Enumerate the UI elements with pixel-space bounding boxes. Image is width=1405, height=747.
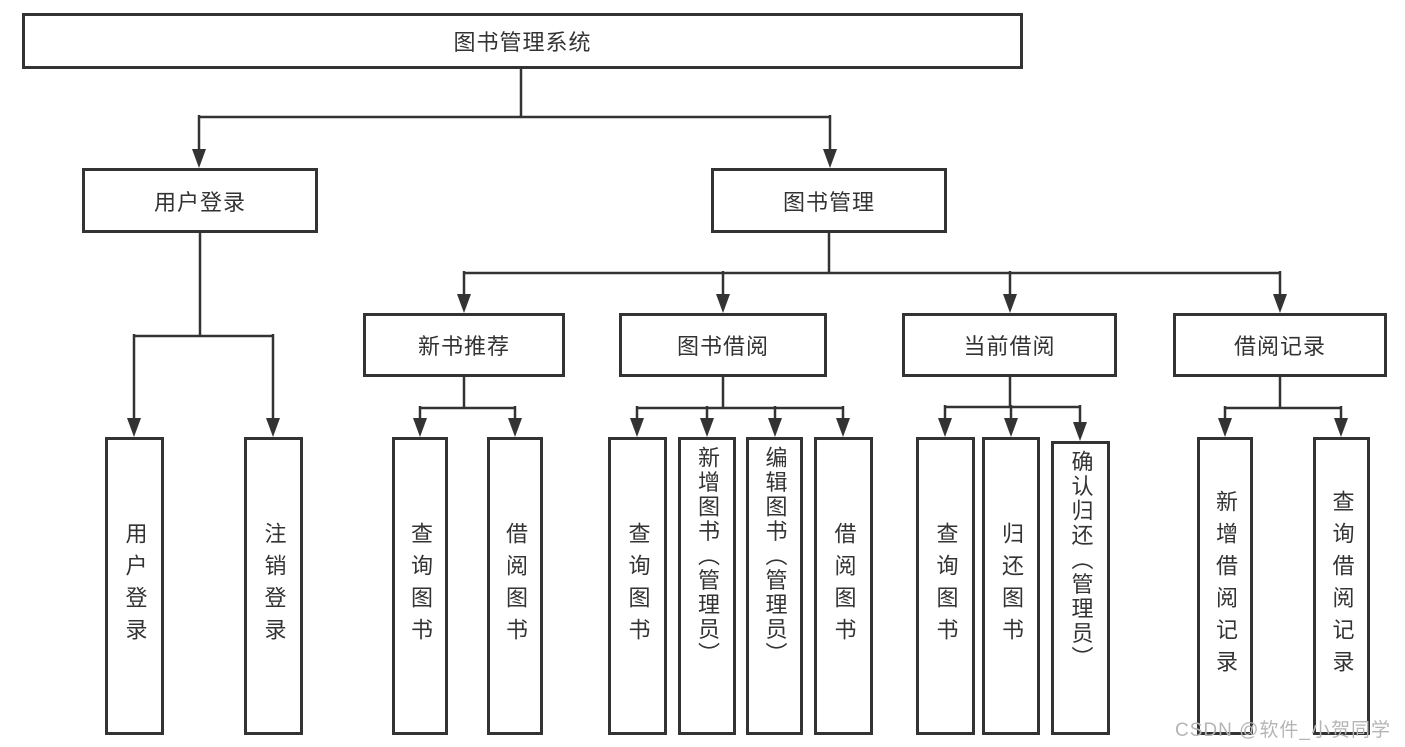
- node-new-book-recommendation: 新书推荐: [363, 313, 565, 377]
- node-book-borrowing: 图书借阅: [619, 313, 827, 377]
- node-label: 借阅图书: [503, 522, 528, 650]
- node-label: 查询图书: [408, 522, 433, 650]
- node-label: 注销登录: [261, 522, 287, 650]
- node-label: 借阅图书: [831, 522, 857, 650]
- node-borrow-query-book: 查询图书: [608, 437, 667, 735]
- node-label: 用户登录: [122, 522, 148, 650]
- node-current-return-book: 归还图书: [982, 437, 1040, 735]
- node-library-management-system: 图书管理系统: [22, 13, 1023, 69]
- node-label: 借阅记录: [1233, 334, 1326, 359]
- node-current-confirm-return-admin: 确认归还（管理员）: [1051, 441, 1110, 735]
- node-records-add-record: 新增借阅记录: [1197, 437, 1253, 735]
- node-user-login: 用户登录: [105, 437, 164, 735]
- node-label: 确认归还（管理员）: [1068, 450, 1094, 671]
- node-user-login-group: 用户登录: [82, 168, 318, 233]
- node-label: 查询图书: [625, 522, 651, 650]
- node-borrow-add-book-admin: 新增图书（管理员）: [678, 437, 736, 735]
- node-borrowing-records: 借阅记录: [1173, 313, 1387, 377]
- node-label: 当前借阅: [963, 334, 1056, 359]
- node-rec-borrow-book: 借阅图书: [487, 437, 543, 735]
- node-label: 编辑图书（管理员）: [762, 446, 788, 667]
- node-label: 归还图书: [999, 522, 1024, 650]
- arrowheads: [127, 149, 1348, 441]
- node-label: 图书管理系统: [453, 30, 592, 55]
- node-current-borrowing: 当前借阅: [902, 313, 1117, 377]
- csdn-watermark: CSDN @软件_小贺同学: [1175, 720, 1391, 741]
- node-records-query-record: 查询借阅记录: [1313, 437, 1370, 735]
- node-current-query-book: 查询图书: [916, 437, 975, 735]
- node-rec-query-book: 查询图书: [392, 437, 448, 735]
- node-label: 用户登录: [153, 189, 246, 215]
- node-label: 新书推荐: [417, 334, 510, 359]
- node-label: 查询图书: [933, 522, 959, 650]
- node-borrow-edit-book-admin: 编辑图书（管理员）: [746, 437, 803, 735]
- node-label: 图书借阅: [676, 334, 769, 359]
- node-logout-login: 注销登录: [244, 437, 303, 735]
- node-borrow-borrow-book: 借阅图书: [814, 437, 873, 735]
- node-label: 图书管理: [782, 189, 875, 215]
- node-label: 新增图书（管理员）: [695, 446, 720, 667]
- node-label: 新增借阅记录: [1213, 490, 1238, 682]
- node-label: 查询借阅记录: [1329, 490, 1355, 682]
- node-book-management: 图书管理: [711, 168, 947, 233]
